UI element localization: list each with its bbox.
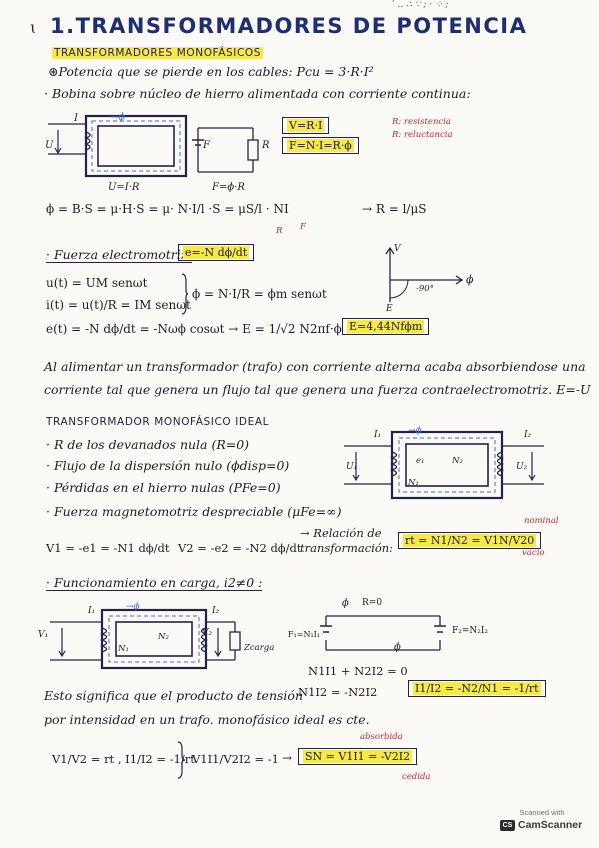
emf-definition: e=-N dϕ/dt bbox=[183, 246, 250, 259]
apparent-power: SN = V1I1 = -V2I2 bbox=[303, 750, 413, 763]
coil-core-diagram bbox=[48, 114, 259, 178]
ideal-fig-e1: e₁ bbox=[416, 456, 425, 466]
load-fig-i1: I₁ bbox=[88, 606, 96, 616]
arrow-to-sn: → bbox=[282, 751, 293, 765]
ideal-fig-i1: I₁ bbox=[374, 430, 382, 440]
meaning-line-2: por intensidad en un trafo. monofásico i… bbox=[44, 712, 370, 727]
current-time-eq: i(t) = u(t)/R = IM senωt bbox=[46, 298, 191, 312]
boxed-ohm-law-text: V=R·I bbox=[287, 119, 325, 132]
reluctance-equation: → R = l/μS bbox=[362, 202, 427, 216]
load-heading: · Funcionamiento en carga, i2≠0 : bbox=[46, 575, 263, 591]
boxed-mmf-law: F=N·I=R·ϕ bbox=[282, 137, 359, 154]
phasor-label-angle: -90° bbox=[416, 284, 434, 294]
ideal-fig-i2: I₂ bbox=[524, 430, 532, 440]
phasor-label-phi: ϕ bbox=[466, 273, 474, 286]
ideal-item-1: · R de los devanados nula (R=0) bbox=[46, 437, 250, 452]
relation-label-text: → Relación de transformación: bbox=[300, 526, 394, 555]
subheading-ideal: TRANSFORMADOR MONOFÁSICO IDEAL bbox=[46, 416, 270, 428]
ideal-fig-u2: U₂ bbox=[516, 462, 528, 472]
top-scribble: ʹ ‥ ∴ ∵ ; · ⁘ ; bbox=[392, 0, 449, 10]
emf-definition-box: e=-N dϕ/dt bbox=[178, 244, 255, 261]
flux-time-eq: ϕ = N·I/R = ϕm senωt bbox=[192, 287, 327, 301]
note-cedida: cedida bbox=[402, 772, 431, 782]
fig1-eq-left: U=I·R bbox=[108, 182, 140, 193]
current-ratio: I1/I2 = -N2/N1 = -1/rt bbox=[413, 682, 541, 695]
load-transformer-diagram bbox=[50, 608, 241, 670]
current-ratio-box: I1/I2 = -N2/N1 = -1/rt bbox=[408, 680, 546, 697]
power-product-eq: V1I1/V2I2 = -1 bbox=[192, 752, 279, 766]
ac-text-line-2: corriente tal que genera un flujo tal qu… bbox=[44, 382, 591, 397]
apparent-power-box: SN = V1I1 = -V2I2 bbox=[298, 748, 418, 765]
voltage-time-eq: u(t) = UM senωt bbox=[46, 276, 148, 290]
ideal-fig-n2: N₂ bbox=[452, 456, 463, 466]
camscanner-name: CamScanner bbox=[518, 819, 583, 831]
note-nominal: nominal bbox=[524, 516, 559, 526]
subheading-monofasicos: TRANSFORMADORES MONOFÁSICOS bbox=[52, 47, 264, 59]
phasor-diagram bbox=[385, 246, 464, 302]
load-fig-i2: I₂ bbox=[212, 606, 220, 616]
load-fig-v2: V₂ bbox=[202, 628, 213, 638]
coil-dc-line: · Bobina sobre núcleo de hierro alimenta… bbox=[44, 86, 471, 101]
emf-rms: E=4,44Nfϕm bbox=[347, 320, 425, 333]
fig1-label-f: F bbox=[203, 140, 210, 151]
fig1-label-u: U bbox=[45, 140, 54, 151]
note-reluctancia: R: reluctancia bbox=[392, 130, 453, 140]
brace-emf bbox=[181, 273, 189, 315]
emf-heading: · Fuerza electromotriz: bbox=[46, 247, 192, 263]
load-fig-n1: N₁ bbox=[118, 644, 129, 654]
ratio-equations: V1/V2 = rt , I1/I2 = -1/rt bbox=[52, 752, 195, 766]
mag-label-r0: R=0 bbox=[362, 598, 383, 608]
transformation-ratio-box: rt = N1/N2 = V1N/V20 bbox=[398, 532, 542, 549]
ac-text-line-1: Al alimentar un transformador (trafo) co… bbox=[44, 359, 586, 374]
load-fig-v1: V₁ bbox=[38, 630, 49, 640]
mmf-balance-eq2: N1I2 = -N2I2 bbox=[298, 685, 378, 699]
note-vacio: vacío bbox=[522, 548, 545, 558]
camscanner-brand: CS CamScanner bbox=[500, 819, 584, 831]
v2-equation: V2 = -e2 = -N2 dϕ/dt bbox=[178, 541, 302, 555]
relation-label: → Relación de transformación: bbox=[300, 526, 393, 556]
ideal-item-2: · Flujo de la dispersión nulo (ϕdisp=0) bbox=[46, 458, 290, 473]
ideal-fig-phi: →ϕ bbox=[408, 426, 422, 436]
camscanner-stamp: Scanned with CS CamScanner bbox=[500, 808, 584, 831]
under-label-f: F bbox=[300, 222, 306, 232]
title-bullet: ɩ bbox=[30, 18, 37, 37]
ideal-transformer-diagram bbox=[344, 430, 544, 500]
flux-equation: ϕ = B·S = μ·H·S = μ· N·I/l ·S = μS/l · N… bbox=[46, 202, 289, 216]
under-label-r: R bbox=[276, 226, 283, 236]
phasor-label-v: V bbox=[394, 244, 401, 254]
fig1-label-r: R bbox=[262, 140, 270, 151]
phasor-label-e: E bbox=[386, 304, 393, 314]
magnetic-circuit-diagram bbox=[320, 615, 446, 651]
ideal-fig-n1: N₁ bbox=[408, 478, 419, 488]
camscanner-logo-icon: CS bbox=[500, 819, 515, 831]
v1-equation: V1 = -e1 = -N1 dϕ/dt bbox=[46, 541, 170, 555]
brace-ratios bbox=[177, 741, 186, 779]
boxed-mmf-law-text: F=N·I=R·ϕ bbox=[287, 139, 354, 152]
ideal-fig-u1: U₁ bbox=[346, 462, 358, 472]
mag-label-phi-bot: ϕ bbox=[394, 642, 401, 653]
load-fig-zcarga: Zcarga bbox=[244, 643, 275, 653]
mag-label-f2: F₂=N₂I₂ bbox=[452, 626, 489, 636]
emf-rms-box: E=4,44Nfϕm bbox=[342, 318, 430, 335]
meaning-line-1: Esto significa que el producto de tensió… bbox=[44, 688, 303, 703]
mmf-balance-eq: N1I1 + N2I2 = 0 bbox=[308, 664, 408, 678]
fig1-label-phi: →ϕ bbox=[110, 112, 126, 123]
ideal-item-4: · Fuerza magnetomotriz despreciable (μFe… bbox=[46, 504, 342, 519]
mag-label-f1: F₁=N₁I₁ bbox=[288, 630, 321, 639]
mag-label-phi-top: ϕ bbox=[342, 598, 349, 609]
load-fig-n2: N₂ bbox=[158, 632, 169, 642]
note-absorbida: absorbida bbox=[360, 732, 403, 742]
fig1-eq-right: F=ϕ·R bbox=[212, 182, 245, 193]
page-title: 1.TRANSFORMADORES DE POTENCIA bbox=[50, 14, 528, 38]
fig1-label-i: I bbox=[74, 113, 78, 124]
ideal-item-3: · Pérdidas en el hierro nulas (PFe=0) bbox=[46, 480, 281, 495]
boxed-ohm-law: V=R·I bbox=[282, 117, 330, 134]
transformation-ratio: rt = N1/N2 = V1N/V20 bbox=[403, 534, 537, 547]
emf-time-eq: e(t) = -N dϕ/dt = -Nωϕ cosωt → E = 1/√2 … bbox=[46, 322, 342, 336]
scanned-with-text: Scanned with bbox=[519, 808, 565, 817]
load-fig-phi: →ϕ bbox=[126, 602, 140, 612]
power-loss-line: ⊛Potencia que se pierde en los cables: P… bbox=[48, 64, 374, 79]
note-resistencia: R: resistencia bbox=[392, 117, 451, 127]
